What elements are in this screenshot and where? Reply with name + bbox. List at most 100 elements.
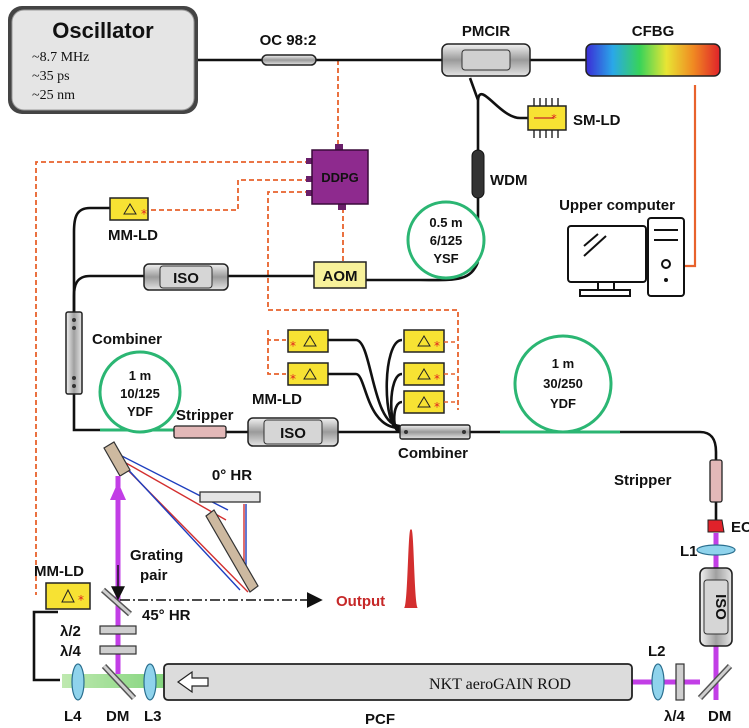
l2-label: L2 (648, 643, 666, 660)
svg-text:*: * (78, 593, 84, 607)
quarter-wave-plate-left (99, 645, 137, 655)
lens-l1: L1 (680, 543, 736, 560)
cfbg-label: CFBG (632, 23, 675, 40)
coil-ydf30-type: YDF (550, 396, 576, 411)
isolator-mid: ISO (247, 417, 339, 447)
oscillator-box: Oscillator ~8.7 MHz ~35 ps ~25 nm (8, 6, 198, 114)
oscillator-spec-width: ~35 ps (32, 69, 70, 84)
quarter-wave-plate-right: λ/4 (664, 663, 686, 725)
l1-label: L1 (680, 543, 698, 560)
svg-text:*: * (141, 207, 147, 221)
half-wave-plate (99, 625, 137, 635)
aom-modulator: AOM (313, 261, 367, 289)
iso-right-label: ISO (712, 594, 729, 620)
fiber-coil-ydf-30: 1 m 30/250 YDF (513, 334, 613, 434)
grating-pair-label-1: Grating (130, 547, 183, 564)
fiber-coil-ysf: 0.5 m 6/125 YSF (406, 200, 486, 280)
oscillator-title: Oscillator (52, 18, 154, 43)
waveplates: λ/2 λ/4 (60, 623, 137, 660)
oc-label: OC 98:2 (260, 32, 317, 49)
qwp-left-label: λ/4 (60, 643, 82, 660)
grating-pair: 0° HR Grating pair (103, 441, 261, 593)
mm-ld-left: MM-LD * (34, 563, 91, 610)
upper-computer-label: Upper computer (559, 197, 675, 214)
oscillator-spec-rate: ~8.7 MHz (32, 50, 89, 65)
pump-ld-array-left: * * (287, 329, 356, 386)
dichroic-mirror-left: DM (101, 663, 137, 725)
coil-ydf30-length: 1 m (552, 356, 574, 371)
sm-ld-label: SM-LD (573, 112, 621, 129)
combiner-mid: Combiner (398, 424, 471, 462)
hr45-label: 45° HR (142, 607, 191, 624)
coil-ydf10-type: YDF (127, 404, 153, 419)
grating-2 (205, 509, 259, 593)
dm-right-label: DM (708, 708, 731, 725)
coil-ysf-length: 0.5 m (429, 215, 462, 230)
pump-ld-right-1 (403, 329, 445, 353)
ddpg-pulse-generator: DDPG (306, 144, 369, 210)
coil-ydf10-length: 1 m (129, 368, 151, 383)
mm-ld-top: * MM-LD (108, 197, 158, 244)
stripper-mid-label: Stripper (176, 407, 234, 424)
iso-top-label: ISO (173, 270, 199, 287)
svg-text:*: * (290, 372, 296, 386)
iso-mid-label: ISO (280, 425, 306, 442)
svg-text:*: * (290, 339, 296, 353)
zero-hr-label: 0° HR (212, 467, 252, 484)
oscillator-spec-bandwidth: ~25 nm (32, 88, 75, 103)
coil-ydf30-core: 30/250 (543, 376, 583, 391)
fiber-lines (32, 58, 718, 682)
ec-label: EC (731, 519, 749, 536)
coil-ydf10-core: 10/125 (120, 386, 160, 401)
combiner-left-label: Combiner (92, 331, 162, 348)
aom-label: AOM (323, 268, 358, 285)
isolator-top: ISO (143, 263, 229, 291)
dichroic-mirror-right: DM (697, 663, 733, 725)
wdm-coupler: WDM (471, 149, 528, 199)
svg-text:*: * (434, 400, 440, 414)
svg-text:*: * (434, 372, 440, 386)
ddpg-label: DDPG (321, 170, 359, 185)
rod-fiber: NKT aeroGAIN ROD (163, 663, 633, 701)
output-coupler: OC 98:2 (260, 32, 317, 66)
rod-label: NKT aeroGAIN ROD (429, 676, 571, 693)
stripper-right-label: Stripper (614, 472, 672, 489)
control-lines (35, 60, 459, 595)
dm-left-label: DM (106, 708, 129, 725)
combiner-mid-label: Combiner (398, 445, 468, 462)
coil-ysf-core: 6/125 (430, 233, 463, 248)
pump-ld-array-right: * * * (403, 329, 458, 414)
svg-text:*: * (551, 112, 557, 125)
l3-label: L3 (144, 708, 162, 725)
coil-ysf-type: YSF (433, 251, 458, 266)
isolator-right: ISO (699, 567, 733, 647)
beam-up-arrow (110, 482, 126, 500)
svg-text:*: * (434, 339, 440, 353)
mm-ld-top-label: MM-LD (108, 227, 158, 244)
pcf-label: PCF (365, 711, 395, 728)
end-cap: EC (707, 519, 749, 536)
mm-ld-left-label: MM-LD (34, 563, 84, 580)
cfbg-grating: CFBG (585, 23, 721, 77)
output-label: Output (336, 593, 385, 610)
sm-ld-diode: * SM-LD (527, 98, 621, 138)
cfbg-computer-link (684, 85, 697, 268)
grating-pair-label-2: pair (140, 567, 168, 584)
zero-hr-mirror (199, 491, 261, 503)
combiner-left: Combiner (65, 311, 162, 395)
pmcir-label: PMCIR (462, 23, 511, 40)
qwp-right-label: λ/4 (664, 708, 686, 725)
hwp-label: λ/2 (60, 623, 81, 640)
stripper-mid: Stripper (173, 407, 234, 439)
lens-l2: L2 (648, 643, 666, 701)
l4-label: L4 (64, 708, 82, 725)
upper-computer: Upper computer (559, 197, 685, 297)
lens-l4: L4 (64, 663, 85, 725)
lens-l3: L3 (143, 663, 162, 725)
hr45-mirror: 45° HR (101, 565, 191, 624)
grating-1 (103, 441, 131, 477)
pmcir-circulator: PMCIR (441, 23, 531, 77)
fiber-coil-ydf-10: 1 m 10/125 YDF (98, 350, 182, 434)
output-pulse-icon (404, 529, 418, 608)
